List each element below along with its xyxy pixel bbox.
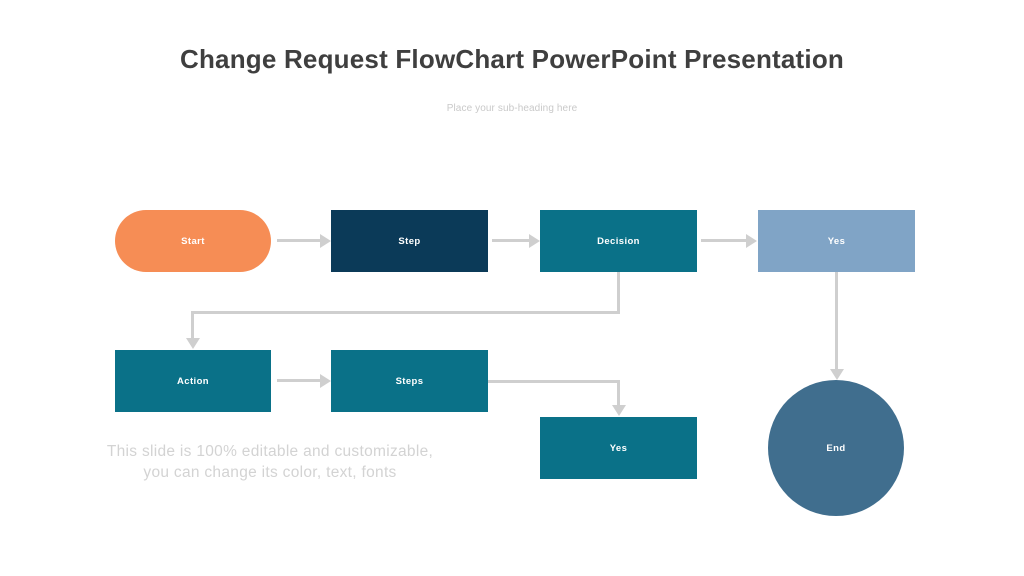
flow-node-yes-bottom[interactable]: Yes xyxy=(540,417,697,479)
connector-steps-to-yes-bottom-segment xyxy=(617,380,620,408)
connector-decision-down-segment xyxy=(617,272,620,314)
page-subtitle: Place your sub-heading here xyxy=(446,103,578,114)
flow-node-decision[interactable]: Decision xyxy=(540,210,697,272)
slide-caption: This slide is 100% editable and customiz… xyxy=(106,443,434,481)
arrowhead-decision-to-action xyxy=(186,338,200,349)
arrowhead-steps-to-yes-bottom xyxy=(612,405,626,416)
flow-node-steps-label: Steps xyxy=(395,375,424,387)
connector-action-to-steps xyxy=(277,379,327,382)
arrowhead-decision-to-yes-top xyxy=(746,234,757,248)
connector-start-to-step xyxy=(277,239,327,242)
flow-node-yes-top-label: Yes xyxy=(827,235,846,247)
flow-node-decision-label: Decision xyxy=(597,235,640,247)
flow-node-steps[interactable]: Steps xyxy=(331,350,488,412)
flow-node-end[interactable]: End xyxy=(768,380,904,516)
arrowhead-yes-top-to-end xyxy=(830,369,844,380)
flow-node-yes-top[interactable]: Yes xyxy=(758,210,915,272)
flow-node-action-label: Action xyxy=(177,375,209,387)
flow-node-end-label: End xyxy=(826,442,846,454)
flow-node-step-label: Step xyxy=(398,235,421,247)
page-title: Change Request FlowChart PowerPoint Pres… xyxy=(179,44,845,74)
flow-node-step[interactable]: Step xyxy=(331,210,488,272)
connector-step-to-decision xyxy=(492,239,536,242)
arrowhead-action-to-steps xyxy=(320,374,331,388)
flow-node-yes-bottom-label: Yes xyxy=(609,442,628,454)
flow-node-start-label: Start xyxy=(181,235,205,247)
connector-steps-right-segment xyxy=(488,380,620,383)
connector-yes-top-to-end-segment xyxy=(835,272,838,372)
flow-node-action[interactable]: Action xyxy=(115,350,271,412)
flow-node-start[interactable]: Start xyxy=(115,210,271,272)
arrowhead-start-to-step xyxy=(320,234,331,248)
connector-decision-to-action-segment xyxy=(191,311,194,341)
connector-decision-left-segment xyxy=(191,311,620,314)
arrowhead-step-to-decision xyxy=(529,234,540,248)
connector-decision-to-yes-top xyxy=(701,239,753,242)
